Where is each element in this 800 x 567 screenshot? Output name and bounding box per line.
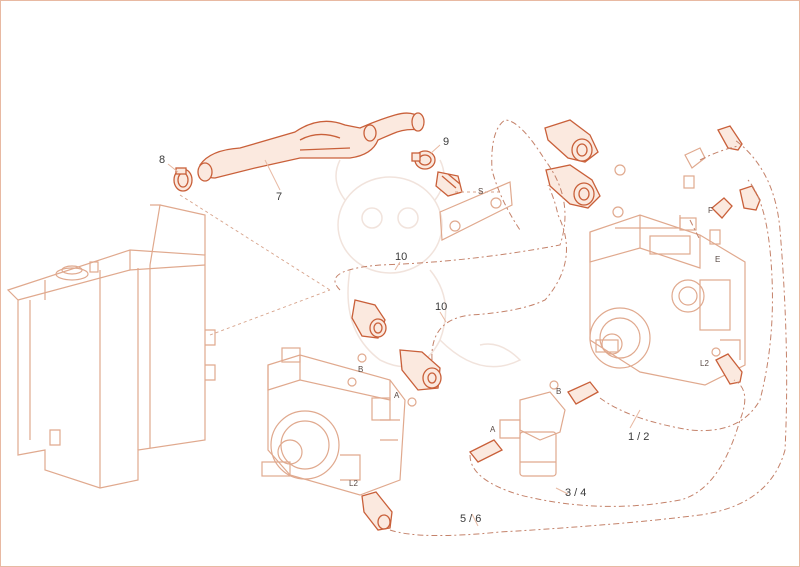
callout-e: E bbox=[715, 255, 720, 264]
callout-a-filter: A bbox=[490, 425, 496, 434]
fitting-e bbox=[709, 125, 761, 245]
flange-fitting-4 bbox=[545, 164, 601, 209]
elbow-fitting-l2-left bbox=[361, 491, 393, 531]
hose-clamp-9 bbox=[411, 150, 436, 170]
hydraulic-tank bbox=[6, 204, 216, 489]
hydraulic-motor-left bbox=[261, 347, 406, 496]
suction-fitting bbox=[435, 171, 463, 197]
callout-5-6: 5 / 6 bbox=[460, 513, 481, 525]
callout-3-4: 3 / 4 bbox=[565, 487, 586, 499]
flange-fitting-1 bbox=[351, 299, 387, 339]
hose-clamp-8 bbox=[173, 167, 193, 192]
hydraulic-pump-right bbox=[589, 214, 746, 386]
filter-fitting-b bbox=[567, 381, 599, 405]
filter-fitting-a bbox=[468, 439, 504, 463]
callout-b-left: B bbox=[358, 365, 363, 374]
callout-a-left: A bbox=[394, 391, 400, 400]
flange-fitting-3 bbox=[544, 119, 599, 163]
hose-route-12 bbox=[599, 179, 773, 432]
callout-1-2: 1 / 2 bbox=[628, 431, 649, 443]
gasket-plate-s bbox=[439, 181, 513, 241]
callout-8: 8 bbox=[159, 154, 165, 166]
callout-l2-right: L2 bbox=[700, 359, 709, 368]
hose-route-10-upper bbox=[334, 119, 566, 291]
callout-10-upper: 10 bbox=[395, 251, 407, 263]
callout-f: F bbox=[708, 206, 713, 215]
fitting-f bbox=[679, 147, 706, 231]
hose-route-10-lower bbox=[431, 184, 567, 361]
hose-route-34 bbox=[469, 379, 746, 507]
callout-7: 7 bbox=[276, 191, 282, 203]
callout-b-filter: B bbox=[556, 387, 561, 396]
callout-s: S bbox=[478, 187, 483, 196]
flange-fitting-2 bbox=[399, 349, 442, 391]
callout-10-lower: 10 bbox=[435, 301, 447, 313]
hose-route-fe bbox=[689, 145, 739, 241]
fitting-l2-right bbox=[711, 347, 743, 385]
callout-l2-left: L2 bbox=[349, 479, 358, 488]
suction-hose bbox=[197, 112, 425, 182]
callout-9: 9 bbox=[443, 136, 449, 148]
hose-route-56 bbox=[389, 139, 788, 537]
pressure-filter bbox=[499, 380, 566, 477]
